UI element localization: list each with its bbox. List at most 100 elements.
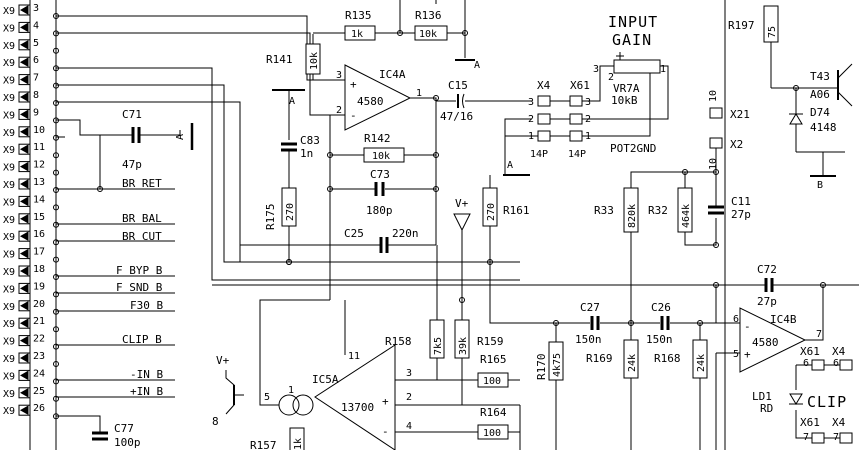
gnd-b-label: B (817, 180, 823, 191)
connector-pin-row: X9 24 (3, 368, 59, 385)
connector-pin-number: 6 (33, 55, 39, 66)
r32-ref: R32 (648, 204, 668, 217)
resistor-r165: 100 R165 (477, 353, 509, 388)
d74-ref: D74 (810, 106, 830, 119)
x4-top: X4 (832, 345, 846, 358)
connector-pin-number: 18 (33, 264, 45, 275)
svg-text:-: - (350, 109, 357, 122)
connector-pin-arrow (19, 57, 29, 68)
r165-value: 100 (483, 376, 501, 387)
r159-ref: R159 (477, 335, 504, 348)
connector-pin-arrow (19, 353, 29, 363)
connector-pin-number: 26 (33, 403, 45, 414)
ic5a-pin2: 2 (406, 392, 412, 403)
r168-ref: R168 (654, 352, 681, 365)
r169-value: 24k (627, 354, 638, 372)
connector-prefix: X9 (3, 197, 15, 208)
svg-text:+: + (350, 78, 357, 91)
connector-x21: 10 X21 X2 10 (708, 90, 750, 170)
pot-vr7a: INPUT GAIN VR7A 10kB 3 1 2 POT2GND (582, 13, 669, 155)
c73-ref: C73 (370, 168, 390, 181)
resistor-r157: 1k R157 (250, 427, 305, 450)
connector-prefix: X9 (3, 93, 15, 104)
connector-prefix: X9 (3, 319, 15, 330)
connector-pin-number: 15 (33, 212, 45, 223)
r158-ref: R158 (385, 335, 412, 348)
capacitor-c15: C15 47/16 (436, 79, 532, 123)
net-label-f-byp-b: F BYP B (116, 264, 163, 277)
vr-pin2: 2 (608, 72, 614, 83)
resistor-r141: 10k R141 (266, 34, 321, 80)
connector-pin-number: 23 (33, 351, 45, 362)
r170-ref: R170 (535, 354, 548, 381)
connector-pin-number: 16 (33, 229, 45, 240)
r33-value: 820k (627, 204, 638, 228)
connector-prefix: X9 (3, 163, 15, 174)
c25-ref: C25 (344, 227, 364, 240)
connector-pin-row: X9 14 (3, 194, 59, 211)
ic4a-value: 4580 (357, 95, 384, 108)
ic5a-pin3: 3 (406, 368, 412, 379)
r136-value: 10k (419, 29, 437, 40)
gnd-a4-label: A (507, 160, 513, 171)
net-label-minus-in-b: -IN B (130, 368, 163, 381)
supply-vplus: V+ (453, 197, 471, 300)
connector-prefix: X9 (3, 232, 15, 243)
ic4a-pin2: 2 (336, 105, 342, 116)
connector-prefix: X9 (3, 337, 15, 348)
r161-ref: R161 (503, 204, 530, 217)
ic4a-ref: IC4A (379, 68, 406, 81)
r135-value: 1k (351, 29, 363, 40)
connector-pin-arrow (19, 266, 29, 276)
t43-value: A06 (810, 88, 830, 101)
c11-ref: C11 (731, 195, 751, 208)
connector-prefix: X9 (3, 215, 15, 226)
r175-value: 270 (285, 203, 296, 221)
r141-ref: R141 (266, 53, 293, 66)
x4-pin6: 6 (833, 358, 839, 369)
vplus2-label: V+ (216, 354, 230, 367)
ic5a-pin4: 4 (406, 421, 412, 432)
connector-pin-number: 24 (33, 368, 45, 379)
connector-prefix: X9 (3, 371, 15, 382)
connector-pin-number: 11 (33, 142, 45, 153)
x4-pin3: 3 (528, 97, 534, 108)
r164-value: 100 (483, 428, 501, 439)
svg-text:-: - (382, 425, 389, 438)
r197-value: 75 (767, 26, 778, 38)
connector-pin-number: 14 (33, 194, 45, 205)
c26-value: 150n (646, 333, 673, 346)
c25-value: 220n (392, 227, 419, 240)
r142-value: 10k (372, 151, 390, 162)
net-label-br-ret: BR RET (122, 177, 162, 190)
r170-value: 4k75 (552, 353, 563, 377)
net-label-f-snd-b: F SND B (116, 281, 163, 294)
connector-pin-number: 10 (33, 125, 45, 136)
diode-d74: D74 4148 (789, 106, 837, 134)
transistor-8: V+ 8 (212, 354, 244, 428)
capacitor-c71: C71 47p A (97, 108, 194, 192)
opamp-ic4b: IC4B 4580 - + 6 5 7 (733, 307, 822, 373)
r175-ref: R175 (264, 204, 277, 231)
input-gain-label-1: INPUT (608, 13, 658, 31)
c72-ref: C72 (757, 263, 777, 276)
connector-prefix: X9 (3, 250, 15, 261)
x4-label: X4 (537, 79, 551, 92)
resistor-r142: 10k R142 (363, 132, 405, 163)
ic4b-value: 4580 (752, 336, 779, 349)
t43-ref: T43 (810, 70, 830, 83)
connector-pin-arrow (19, 370, 29, 381)
connector-pin-arrow (19, 248, 29, 259)
net-label-plus-in-b: +IN B (130, 385, 163, 398)
resistor-r33: 820k R33 (594, 187, 639, 233)
r33-ref: R33 (594, 204, 614, 217)
connector-pin-arrow (19, 161, 29, 172)
net-label-br-cut: BR CUT (122, 230, 162, 243)
